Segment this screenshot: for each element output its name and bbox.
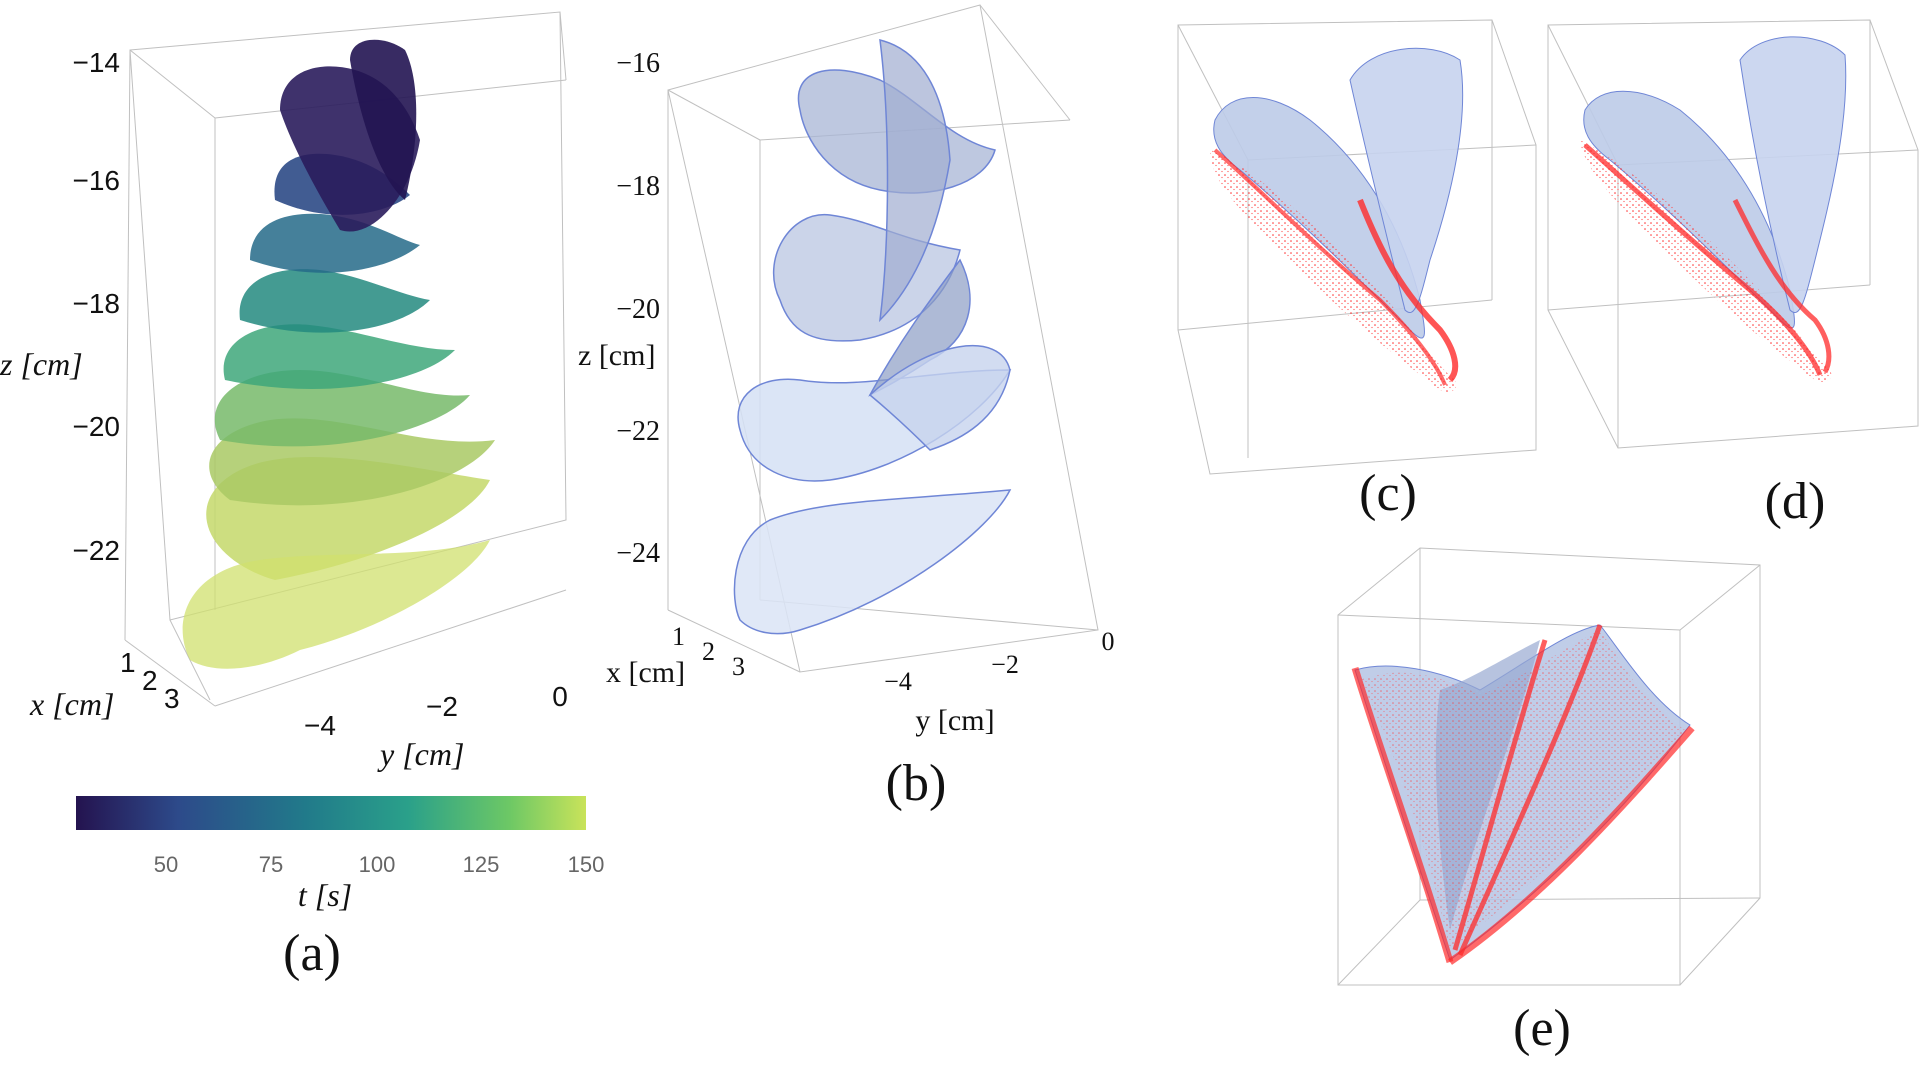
z-tick-label: −20 xyxy=(616,294,660,325)
y-tick-label: −2 xyxy=(426,691,458,722)
y-tick-label: −2 xyxy=(991,650,1019,679)
lobe-6 xyxy=(250,213,420,273)
panel-a-label: (a) xyxy=(283,925,341,982)
panel-b-label: (b) xyxy=(886,755,947,812)
y-tick-label: 0 xyxy=(552,681,568,712)
x-tick-label: 1 xyxy=(120,647,136,678)
point-cloud-d xyxy=(1580,140,1832,382)
colorbar-tick-label: 150 xyxy=(568,852,605,877)
colorbar-tick-label: 50 xyxy=(154,852,178,877)
panel-a: −14 −16 −18 −20 −22 z [cm] 1 2 3 x [cm] … xyxy=(0,11,605,982)
x-tick-label: 3 xyxy=(732,652,745,681)
z-tick-label: −20 xyxy=(73,411,121,442)
colorbar-label: t [s] xyxy=(298,877,352,913)
y-tick-label: −4 xyxy=(884,667,912,696)
panel-b-x-axis: 1 2 3 xyxy=(672,622,745,681)
panel-b-y-axis: −4 −2 0 xyxy=(884,627,1114,696)
z-tick-label: −16 xyxy=(616,48,660,79)
panel-a-y-label: y [cm] xyxy=(377,736,464,772)
panel-c-label: (c) xyxy=(1359,465,1417,522)
z-tick-label: −14 xyxy=(73,47,121,78)
point-cloud-c-edge-2 xyxy=(1213,148,1447,386)
panel-e-surface xyxy=(1351,624,1695,965)
colorbar-tick-label: 125 xyxy=(463,852,500,877)
panel-c: (c) xyxy=(1177,19,1537,522)
panel-a-x-label: x [cm] xyxy=(29,686,114,722)
x-tick-label: 2 xyxy=(142,665,158,696)
panel-b-x-label: x [cm] xyxy=(606,656,685,689)
panel-b-z-axis: −16 −18 −20 −22 −24 xyxy=(616,48,660,569)
panel-b-y-label: y [cm] xyxy=(915,704,994,737)
colorbar-ticks: 50 75 100 125 150 xyxy=(154,852,605,877)
panel-b-surfaces xyxy=(733,39,1012,635)
panel-b-box xyxy=(667,4,1099,673)
surface-lower xyxy=(733,489,1012,635)
point-cloud-e-fill xyxy=(1360,630,1685,950)
x-tick-label: 2 xyxy=(702,637,715,666)
x-tick-label: 3 xyxy=(164,683,180,714)
colorbar-tick-label: 75 xyxy=(259,852,283,877)
z-tick-label: −24 xyxy=(616,538,660,569)
point-cloud-c-edge xyxy=(1357,198,1459,383)
panel-a-point-cloud xyxy=(182,39,495,669)
colorbar xyxy=(76,796,586,830)
panel-e-box xyxy=(1337,547,1761,986)
surface-sheet xyxy=(868,344,1011,451)
panel-d-surface xyxy=(1580,36,1847,382)
point-cloud-d-edge-2 xyxy=(1732,198,1832,374)
panel-a-x-axis: 1 2 3 xyxy=(120,647,180,714)
panel-b: −16 −18 −20 −22 −24 z [cm] 1 2 3 x [cm] … xyxy=(578,4,1115,812)
panel-e-label: (e) xyxy=(1513,1000,1571,1057)
panel-c-surface xyxy=(1210,47,1464,392)
panel-a-z-axis: −14 −16 −18 −20 −22 xyxy=(73,47,121,566)
lobe-5 xyxy=(239,269,430,333)
lobe-9 xyxy=(350,39,417,200)
x-tick-label: 1 xyxy=(672,622,685,651)
z-tick-label: −22 xyxy=(616,416,660,447)
point-cloud-c xyxy=(1210,150,1457,392)
lobe-3 xyxy=(214,370,470,447)
surface-fold-1 xyxy=(878,39,951,323)
point-cloud-e-right xyxy=(1448,725,1695,965)
y-tick-label: −4 xyxy=(304,710,336,741)
colorbar-tick-label: 100 xyxy=(359,852,396,877)
panel-a-y-axis: −4 −2 0 xyxy=(304,681,568,741)
point-cloud-d-edge xyxy=(1583,143,1823,376)
z-tick-label: −16 xyxy=(73,165,121,196)
panel-b-z-label: z [cm] xyxy=(578,339,655,372)
y-tick-label: 0 xyxy=(1102,627,1115,656)
z-tick-label: −18 xyxy=(73,288,121,319)
panel-d-label: (d) xyxy=(1765,473,1826,530)
surface-right-wing xyxy=(1739,36,1847,313)
surface-right-wing xyxy=(1349,47,1464,313)
panel-a-z-label: z [cm] xyxy=(0,346,83,382)
z-tick-label: −22 xyxy=(73,535,121,566)
lobe-4 xyxy=(223,324,455,389)
point-cloud-e-left xyxy=(1351,666,1454,963)
panel-e: (e) xyxy=(1337,547,1761,1057)
z-tick-label: −18 xyxy=(616,171,660,202)
panel-d: (d) xyxy=(1547,19,1919,530)
lobe-10 xyxy=(182,540,490,669)
